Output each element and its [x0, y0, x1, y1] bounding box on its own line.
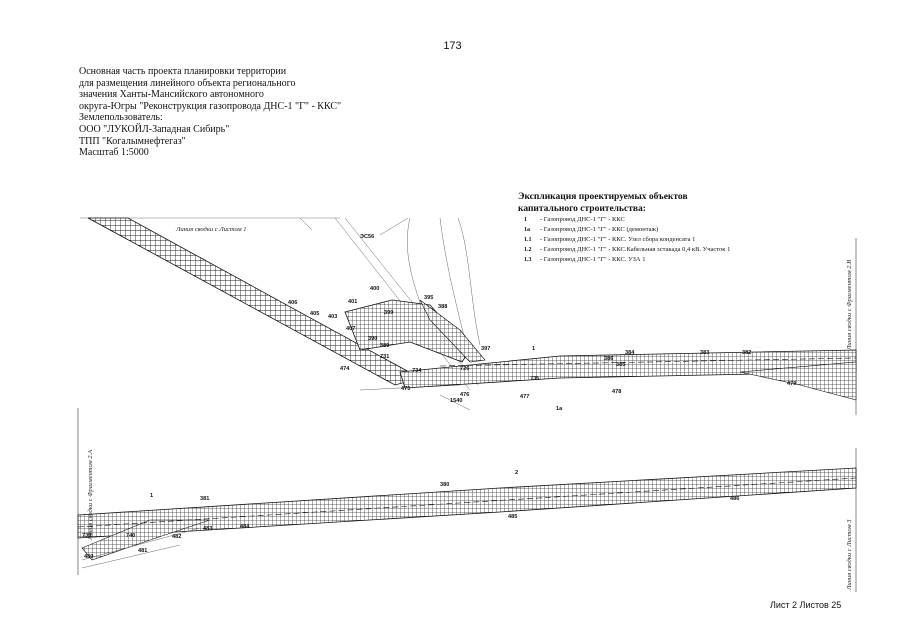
legend-item: 1.2 - Газопровод ДНС-1 "Г" - ККС.Кабельна… [524, 245, 730, 255]
map-label: 479 [787, 381, 796, 387]
map-label: 389 [380, 343, 389, 349]
map-label: 478 [612, 389, 621, 395]
legend-mark: 1 [524, 217, 527, 223]
map-label: 383 [700, 350, 709, 356]
map-label: 382 [742, 350, 751, 356]
map-label: 1 [532, 346, 535, 352]
map-label: 388 [438, 304, 447, 310]
title-line: ТПП "Когалымнефтегаз" [79, 135, 186, 147]
legend-heading: капитального строительства: [518, 204, 646, 214]
map-label: 482 [172, 534, 181, 540]
map-label: 480 [84, 554, 93, 560]
legend-text: - Газопровод ДНС-1 "Г" - ККС (демонтаж) [540, 226, 659, 233]
legend-item: 1.1 - Газопровод ДНС-1 "Г" - ККС. Узел сб… [524, 235, 730, 245]
corridor-diagonal [87, 217, 422, 386]
title-line: ООО "ЛУКОЙЛ-Западная Сибирь" [79, 123, 230, 135]
map-label: 1540 [450, 398, 462, 404]
map-label: 390 [368, 336, 377, 342]
map-label: 381 [200, 496, 209, 502]
legend-item: 1.3 - Газопровод ДНС-1 "Г" - ККС. УЗА 1 [524, 255, 730, 265]
map-label: ЭС56 [360, 234, 374, 240]
map-label: 485 [508, 514, 517, 520]
title-line: Масштаб 1:5000 [79, 147, 149, 159]
map-label: 484 [240, 524, 250, 530]
map-label: 735 [530, 376, 539, 382]
map-label: 399 [384, 310, 393, 316]
map-label: 739 [82, 533, 91, 539]
title-line: округа-Югры "Реконструкция газопровода Д… [79, 100, 342, 112]
map-label: 386 [604, 356, 613, 362]
legend-text: - Газопровод ДНС-1 "Г" - ККС. УЗА 1 [540, 256, 646, 263]
legend-text: - Газопровод ДНС-1 "Г" - ККС.Кабельная э… [540, 246, 731, 253]
map-label: 1 [150, 493, 153, 499]
legend-item: 1а - Газопровод ДНС-1 "Г" - ККС (демонтаж… [524, 225, 730, 235]
map-label: 385 [616, 362, 625, 368]
map-label: 406 [288, 300, 297, 306]
corridor-branch [419, 299, 486, 363]
map-label: 384 [625, 350, 635, 356]
map-label: 380 [440, 482, 449, 488]
map-label: 486 [730, 496, 739, 502]
legend-text: - Газопровод ДНС-1 "Г" - ККС [540, 216, 625, 223]
map-label: 401 [348, 299, 357, 305]
document-title-block: Основная часть проекта планировки террит… [79, 66, 341, 159]
match-line-right-bottom-caption: Линия сводки с Листом 3 [846, 519, 853, 591]
map-label: 726 [460, 366, 469, 372]
map-label: 740 [126, 533, 135, 539]
map-label: 481 [138, 548, 147, 554]
map-label: 477 [520, 394, 529, 400]
top-map-labels: 406 405 403 401 400 399 395 388 407 390 … [288, 234, 796, 412]
map-label: 403 [328, 314, 337, 320]
legend-mark: 1а [524, 227, 530, 233]
legend-mark: 1.3 [524, 257, 532, 263]
page-number: 173 [443, 40, 462, 52]
legend-text: - Газопровод ДНС-1 "Г" - ККС. Узел сбора… [540, 236, 696, 243]
map-label: 405 [310, 311, 319, 317]
legend-heading: Экспликация проектируемых объектов [518, 192, 688, 202]
bottom-map-labels: 381 380 2 739 740 482 483 480 484 481 48… [82, 470, 739, 560]
corridor-horizontal-bottom [77, 467, 857, 539]
map-label: 400 [370, 286, 379, 292]
legend-mark: 1.1 [524, 237, 532, 243]
title-line: значения Ханты-Мансийского автономного [79, 89, 264, 101]
map-label: 407 [346, 326, 355, 332]
map-label: 395 [424, 295, 433, 301]
map-label: 734 [412, 368, 422, 374]
map-label: 397 [481, 346, 490, 352]
corridor-bottom-branch [81, 519, 211, 561]
legend-mark: 1.2 [524, 247, 532, 253]
legend: Экспликация проектируемых объектов капит… [518, 191, 730, 265]
map-label: 731 [380, 354, 389, 360]
match-line-left-bottom-caption: Линия сводки с Фрагментом 2.А [87, 450, 94, 541]
legend-item: 1 - Газопровод ДНС-1 "Г" - ККС [524, 215, 730, 225]
sheet-number: Лист 2 Листов 25 [770, 600, 842, 610]
map-label: 476 [460, 392, 469, 398]
title-line: Землепользователь: [79, 112, 163, 124]
map-label: 1а [556, 406, 563, 412]
corridor-right-branch [739, 361, 857, 401]
title-line: Основная часть проекта планировки террит… [79, 66, 287, 77]
map-label: 474 [340, 366, 350, 372]
match-line-top-caption: Линия сводки с Листом 1 [175, 226, 247, 233]
match-line-right-top-caption: Линия сводки с Фрагментом 2.В [846, 260, 853, 351]
title-line: для размещения линейного объекта региона… [79, 77, 296, 89]
map-label: 475 [401, 386, 410, 392]
map-label: 2 [515, 470, 518, 476]
map-label: 483 [203, 526, 212, 532]
